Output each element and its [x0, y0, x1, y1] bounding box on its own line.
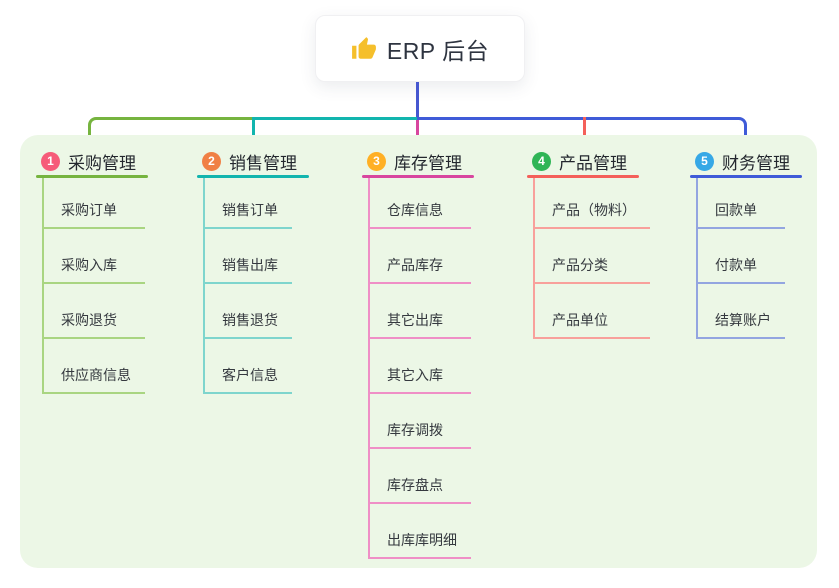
branch-4-underline — [527, 175, 639, 178]
connector-bus-green — [103, 117, 254, 120]
child-node[interactable]: 付款单 — [698, 229, 785, 284]
child-node[interactable]: 产品分类 — [535, 229, 650, 284]
child-node[interactable]: 其它出库 — [370, 284, 471, 339]
branch-5-label: 财务管理 — [722, 153, 790, 173]
child-node[interactable]: 结算账户 — [698, 284, 785, 339]
child-node[interactable]: 客户信息 — [205, 339, 292, 394]
child-node[interactable]: 采购入库 — [44, 229, 145, 284]
connector-root-stem — [416, 82, 419, 118]
branch-1-purchasing: 1 采购管理 采购订单 采购入库 采购退货 供应商信息 — [36, 148, 148, 394]
child-node[interactable]: 出库库明细 — [370, 504, 471, 559]
branch-2-underline — [197, 175, 309, 178]
child-node[interactable]: 供应商信息 — [44, 339, 145, 394]
branch-4-product: 4 产品管理 产品（物料） 产品分类 产品单位 — [527, 148, 650, 339]
connector-elbow-branch-5 — [729, 117, 747, 147]
branch-3-children: 仓库信息 产品库存 其它出库 其它入库 库存调拨 库存盘点 出库库明细 — [368, 178, 471, 559]
child-node[interactable]: 产品单位 — [535, 284, 650, 339]
root-title: ERP 后台 — [386, 37, 490, 64]
branch-2-badge: 2 — [202, 151, 221, 171]
branch-1-label: 采购管理 — [68, 153, 136, 173]
branch-2-sales: 2 销售管理 销售订单 销售出库 销售退货 客户信息 — [197, 148, 309, 394]
connector-drop-branch-4 — [583, 117, 586, 146]
branch-5-underline — [690, 175, 802, 178]
branch-3-badge: 3 — [367, 151, 386, 171]
child-node[interactable]: 库存调拨 — [370, 394, 471, 449]
child-node[interactable]: 采购退货 — [44, 284, 145, 339]
branch-5-children: 回款单 付款单 结算账户 — [696, 178, 785, 339]
branch-5-node[interactable]: 5 财务管理 — [690, 148, 802, 174]
child-node[interactable]: 仓库信息 — [370, 178, 471, 229]
branch-1-children: 采购订单 采购入库 采购退货 供应商信息 — [42, 178, 145, 394]
connector-drop-branch-2 — [252, 117, 255, 146]
child-node[interactable]: 回款单 — [698, 178, 785, 229]
branch-2-children: 销售订单 销售出库 销售退货 客户信息 — [203, 178, 292, 394]
child-node[interactable]: 其它入库 — [370, 339, 471, 394]
thumbs-up-icon — [351, 36, 376, 59]
child-node[interactable]: 销售退货 — [205, 284, 292, 339]
root-node[interactable]: ERP 后台 — [315, 15, 525, 82]
branch-3-underline — [362, 175, 474, 178]
connector-bus-teal — [254, 117, 417, 120]
branch-3-label: 库存管理 — [394, 153, 462, 173]
branch-4-label: 产品管理 — [559, 153, 627, 173]
child-node[interactable]: 销售出库 — [205, 229, 292, 284]
child-node[interactable]: 产品库存 — [370, 229, 471, 284]
branch-4-node[interactable]: 4 产品管理 — [527, 148, 639, 174]
branch-2-label: 销售管理 — [229, 153, 297, 173]
branch-5-finance: 5 财务管理 回款单 付款单 结算账户 — [690, 148, 802, 339]
branch-3-inventory: 3 库存管理 仓库信息 产品库存 其它出库 其它入库 库存调拨 库存盘点 出库库… — [362, 148, 474, 559]
connector-drop-branch-3 — [416, 120, 419, 147]
branch-1-underline — [36, 175, 148, 178]
branch-1-badge: 1 — [41, 151, 60, 171]
child-node[interactable]: 销售订单 — [205, 178, 292, 229]
child-node[interactable]: 采购订单 — [44, 178, 145, 229]
canvas-panel: 1 采购管理 采购订单 采购入库 采购退货 供应商信息 2 销售管理 销售订单 … — [20, 135, 817, 568]
connector-elbow-branch-1 — [88, 117, 106, 147]
branch-4-badge: 4 — [532, 151, 551, 171]
branch-1-node[interactable]: 1 采购管理 — [36, 148, 148, 174]
connector-bus-blue — [417, 117, 732, 120]
child-node[interactable]: 库存盘点 — [370, 449, 471, 504]
branch-4-children: 产品（物料） 产品分类 产品单位 — [533, 178, 650, 339]
branch-5-badge: 5 — [695, 151, 714, 171]
child-node[interactable]: 产品（物料） — [535, 178, 650, 229]
branch-3-node[interactable]: 3 库存管理 — [362, 148, 474, 174]
branch-2-node[interactable]: 2 销售管理 — [197, 148, 309, 174]
